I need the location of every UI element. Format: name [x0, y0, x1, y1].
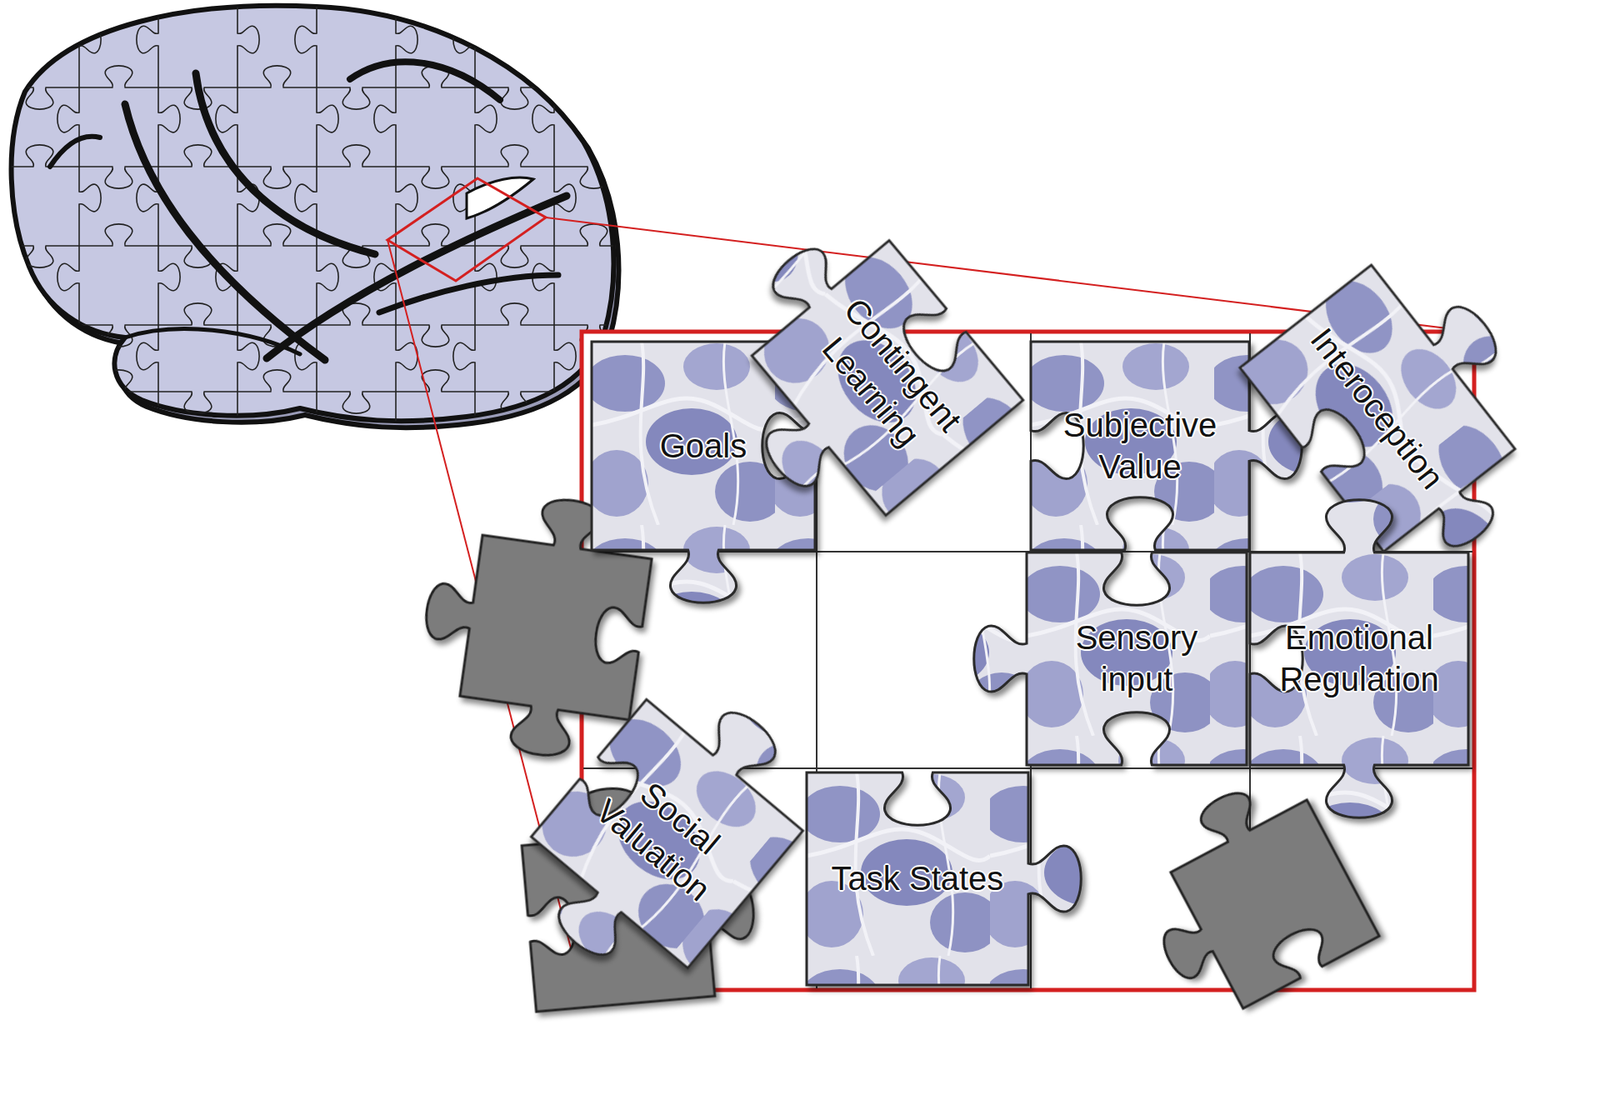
puzzle-line	[374, 395, 396, 475]
puzzle-piece: Sensory input	[1026, 552, 1247, 765]
piece-shape	[1250, 552, 1469, 765]
piece-outline	[974, 552, 1247, 765]
puzzle-line	[237, 158, 260, 238]
sulcus	[350, 61, 500, 100]
puzzle-line	[237, 370, 317, 392]
puzzle-line	[158, 303, 238, 325]
zoom-box	[387, 178, 546, 281]
puzzle-line	[316, 391, 396, 414]
puzzle-line	[57, 237, 80, 317]
puzzle-line	[453, 316, 475, 396]
puzzle-line	[395, 0, 418, 80]
puzzle-line	[79, 316, 101, 396]
brain-puzzle-lines	[0, 0, 634, 475]
puzzle-line	[395, 316, 418, 396]
puzzle-piece: Social Valuation	[530, 699, 803, 968]
brain-outline	[11, 5, 615, 421]
puzzle-line	[475, 391, 555, 414]
insula-gap	[466, 177, 534, 219]
piece-label: Goals	[660, 425, 748, 467]
puzzle-piece: Task States	[806, 772, 1029, 985]
puzzle-line	[532, 79, 555, 159]
puzzle-line	[453, 0, 475, 80]
puzzle-line	[79, 224, 159, 246]
puzzle-line	[475, 303, 555, 325]
sulcus	[50, 136, 100, 167]
puzzle-line	[316, 79, 339, 159]
sulcus	[195, 73, 375, 255]
piece-label: Subjective Value	[1040, 404, 1240, 488]
piece-label: Emotional Regulation	[1260, 616, 1459, 700]
puzzle-line	[158, 395, 180, 475]
puzzle-line	[158, 79, 180, 159]
puzzle-line	[136, 0, 159, 80]
puzzle-line	[158, 391, 238, 414]
puzzle-line	[316, 145, 396, 167]
brain-illustration	[0, 0, 634, 475]
puzzle-line	[79, 65, 159, 88]
puzzle-line	[395, 370, 475, 392]
piece-outline	[1250, 499, 1469, 818]
puzzle-line	[475, 395, 497, 475]
puzzle-line	[0, 303, 80, 325]
puzzle-piece: Emotional Regulation	[1250, 552, 1469, 765]
piece-outline	[806, 772, 1081, 985]
puzzle-line	[554, 0, 576, 80]
puzzle-piece: Subjective Value	[1030, 341, 1250, 550]
puzzle-line	[295, 0, 317, 80]
piece-outline	[1240, 232, 1585, 588]
piece-outline	[680, 202, 1024, 550]
piece-shape	[1030, 341, 1250, 550]
puzzle-line	[532, 395, 555, 475]
piece-label: Sensory input	[1036, 616, 1237, 700]
piece-shape	[1026, 552, 1247, 765]
puzzle-line	[57, 395, 80, 475]
puzzle-line	[79, 0, 101, 80]
puzzle-piece: Contingent Learning	[751, 240, 1023, 515]
puzzle-line	[237, 0, 260, 80]
puzzle-line	[237, 65, 317, 88]
puzzle-line	[554, 316, 576, 396]
puzzle-line	[475, 145, 555, 167]
puzzle-line	[0, 391, 80, 414]
puzzle-line	[79, 158, 101, 238]
puzzle-line	[554, 65, 634, 88]
puzzle-line	[316, 237, 339, 317]
puzzle-line	[316, 395, 339, 475]
puzzle-line	[158, 237, 180, 317]
puzzle-line	[215, 395, 238, 475]
blank-pieces	[409, 482, 1380, 1029]
puzzle-line	[475, 237, 497, 317]
puzzle-line	[237, 316, 260, 396]
piece-outline	[496, 658, 836, 1008]
piece-label: Task States	[831, 857, 1005, 900]
puzzle-line	[79, 370, 159, 392]
lobe-line	[125, 329, 300, 355]
puzzle-line	[374, 79, 396, 159]
brain-sulci	[50, 61, 567, 360]
sulcus	[379, 275, 559, 313]
sulcus	[125, 104, 325, 360]
